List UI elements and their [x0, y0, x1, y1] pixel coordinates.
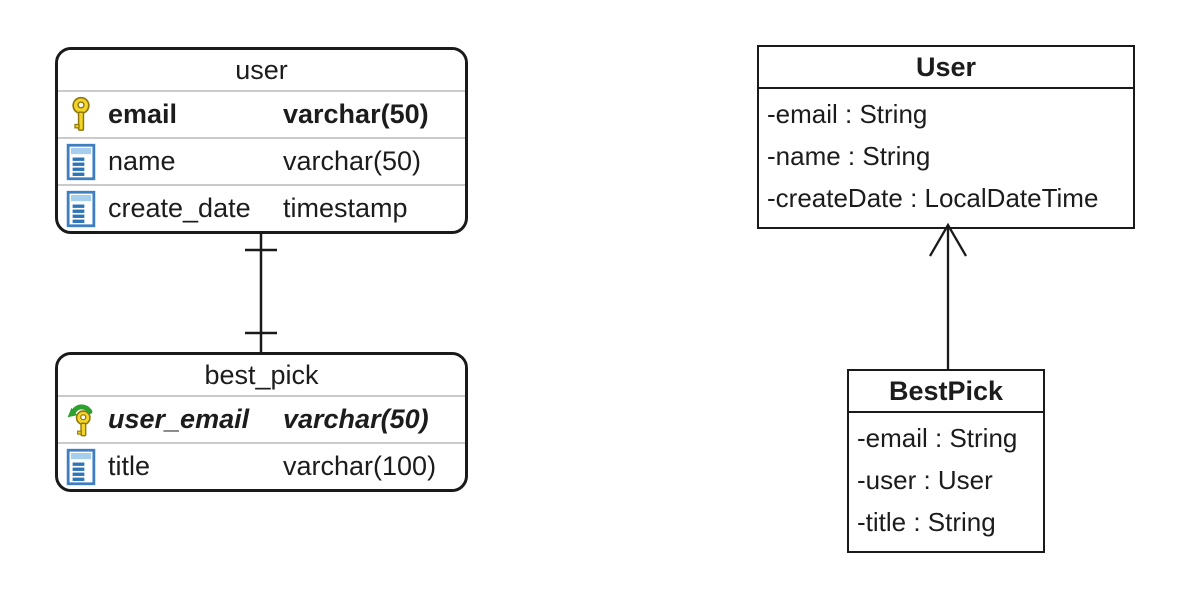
er-table-user: user email varchar(50) [55, 47, 468, 234]
er-column-type: timestamp [283, 193, 408, 223]
er-column-row: user_email varchar(50) [58, 397, 465, 442]
er-table-title: best_pick [58, 355, 465, 397]
er-column-row: title varchar(100) [58, 442, 465, 489]
er-column-name: user_email [108, 404, 250, 434]
er-column-name: create_date [108, 193, 251, 223]
uml-class-bestpick: BestPick -email : String -user : User -t… [847, 369, 1045, 553]
uml-attribute: -title : String [857, 507, 996, 537]
er-column-row: create_date timestamp [58, 184, 465, 231]
er-column-row: name varchar(50) [58, 137, 465, 184]
er-column-type: varchar(50) [283, 404, 429, 434]
er-relationship-connector [231, 232, 291, 354]
column-icon [66, 448, 96, 486]
uml-attribute: -user : User [857, 465, 993, 495]
er-table-best-pick: best_pick user_email varchar(50) [55, 352, 468, 492]
foreign-key-icon [66, 401, 96, 439]
column-icon [66, 143, 96, 181]
er-column-name: email [108, 99, 178, 129]
uml-association-arrow [916, 221, 980, 370]
er-column-type: varchar(50) [283, 146, 422, 176]
er-column-type: varchar(100) [283, 451, 437, 481]
uml-attribute: -createDate : LocalDateTime [767, 183, 1099, 213]
uml-attributes: -email : String -user : User -title : St… [849, 413, 1043, 551]
er-column-row: email varchar(50) [58, 92, 465, 137]
uml-attribute: -name : String [767, 141, 931, 171]
er-column-name: title [108, 451, 151, 481]
er-column-type: varchar(50) [283, 99, 429, 129]
er-table-title: user [58, 50, 465, 92]
column-icon [66, 190, 96, 228]
uml-attributes: -email : String -name : String -createDa… [759, 89, 1133, 227]
uml-attribute: -email : String [767, 99, 928, 129]
er-column-name: name [108, 146, 176, 176]
uml-class-user: User -email : String -name : String -cre… [757, 45, 1135, 229]
uml-class-name: BestPick [849, 371, 1043, 413]
primary-key-icon [66, 96, 96, 134]
uml-attribute: -email : String [857, 423, 1018, 453]
uml-class-name: User [759, 47, 1133, 89]
